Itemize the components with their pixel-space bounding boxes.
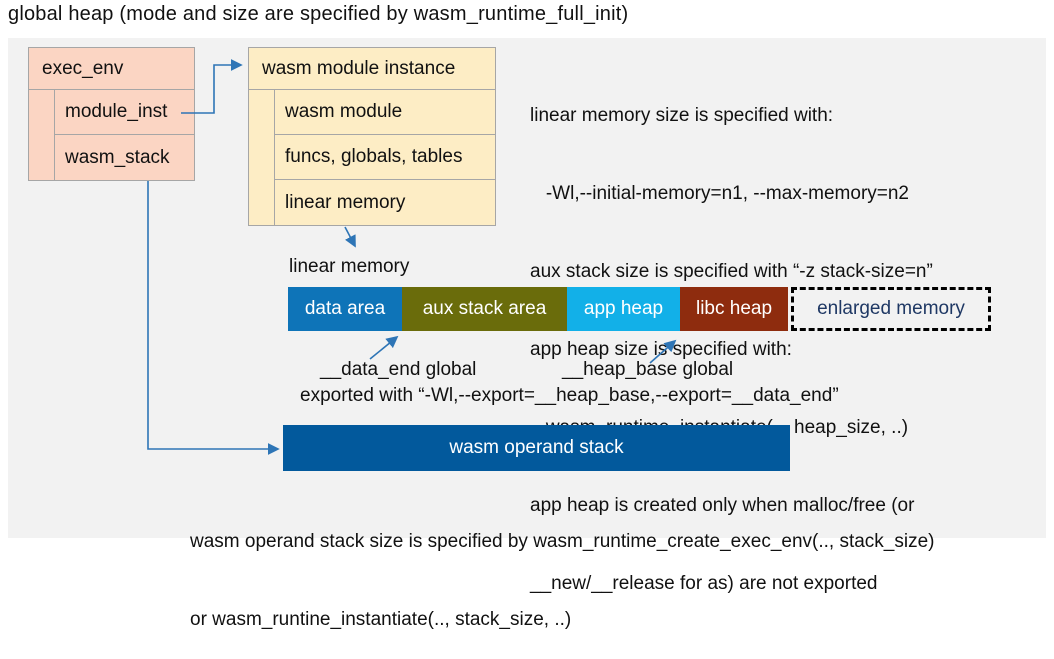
wasm-operand-stack-label: wasm operand stack — [449, 437, 624, 458]
linear-memory-bar: data area aux stack area app heap libc h… — [288, 287, 991, 331]
data-end-label: __data_end global — [320, 359, 477, 380]
exec-env-header: exec_env — [29, 48, 194, 90]
diagram-title: global heap (mode and size are specified… — [8, 3, 629, 25]
note-line: linear memory size is specified with: — [530, 105, 834, 126]
exec-env-row-wasm-stack: wasm_stack — [65, 146, 170, 168]
module-instance-header: wasm module instance — [249, 48, 495, 90]
exec-env-box: exec_env module_inst wasm_stack — [28, 47, 195, 181]
note-line: app heap size is specified with: — [530, 339, 792, 360]
segment-label: aux stack area — [422, 298, 547, 319]
note-line: aux stack size is specified with “-z sta… — [530, 261, 933, 282]
segment-libc-heap: libc heap — [680, 287, 788, 331]
segment-enlarged-memory: enlarged memory — [791, 287, 991, 331]
exec-env-row-module-inst: module_inst — [55, 90, 194, 135]
note-line: -Wl,--initial-memory=n1, --max-memory=n2 — [530, 183, 909, 204]
exec-env-gutter — [29, 90, 54, 180]
module-instance-box: wasm module instance wasm module funcs, … — [248, 47, 496, 226]
heap-base-label: __heap_base global — [562, 359, 734, 380]
note-line: wasm operand stack size is specified by … — [190, 531, 935, 552]
segment-data-area: data area — [288, 287, 402, 331]
module-instance-gutter — [249, 90, 274, 225]
export-note: exported with “-Wl,--export=__heap_base,… — [300, 385, 839, 406]
module-instance-row-linear-memory: linear memory — [285, 191, 406, 213]
segment-label: libc heap — [695, 298, 773, 319]
segment-label: data area — [304, 298, 386, 319]
segment-label: enlarged memory — [817, 298, 965, 319]
module-instance-row-funcs-globals-tables: funcs, globals, tables — [275, 135, 495, 180]
module-instance-row-wasm-module: wasm module — [275, 90, 495, 135]
wasm-operand-stack-bar: wasm operand stack — [283, 425, 790, 471]
note-line: or wasm_runtine_instantiate(.., stack_si… — [190, 609, 572, 630]
segment-app-heap: app heap — [567, 287, 680, 331]
segment-aux-stack-area: aux stack area — [402, 287, 567, 331]
linear-memory-label: linear memory — [289, 256, 410, 277]
segment-label: app heap — [583, 298, 664, 319]
operand-stack-notes: wasm operand stack size is specified by … — [190, 477, 935, 659]
note-line: app heap is created only when malloc/fre… — [530, 495, 915, 516]
